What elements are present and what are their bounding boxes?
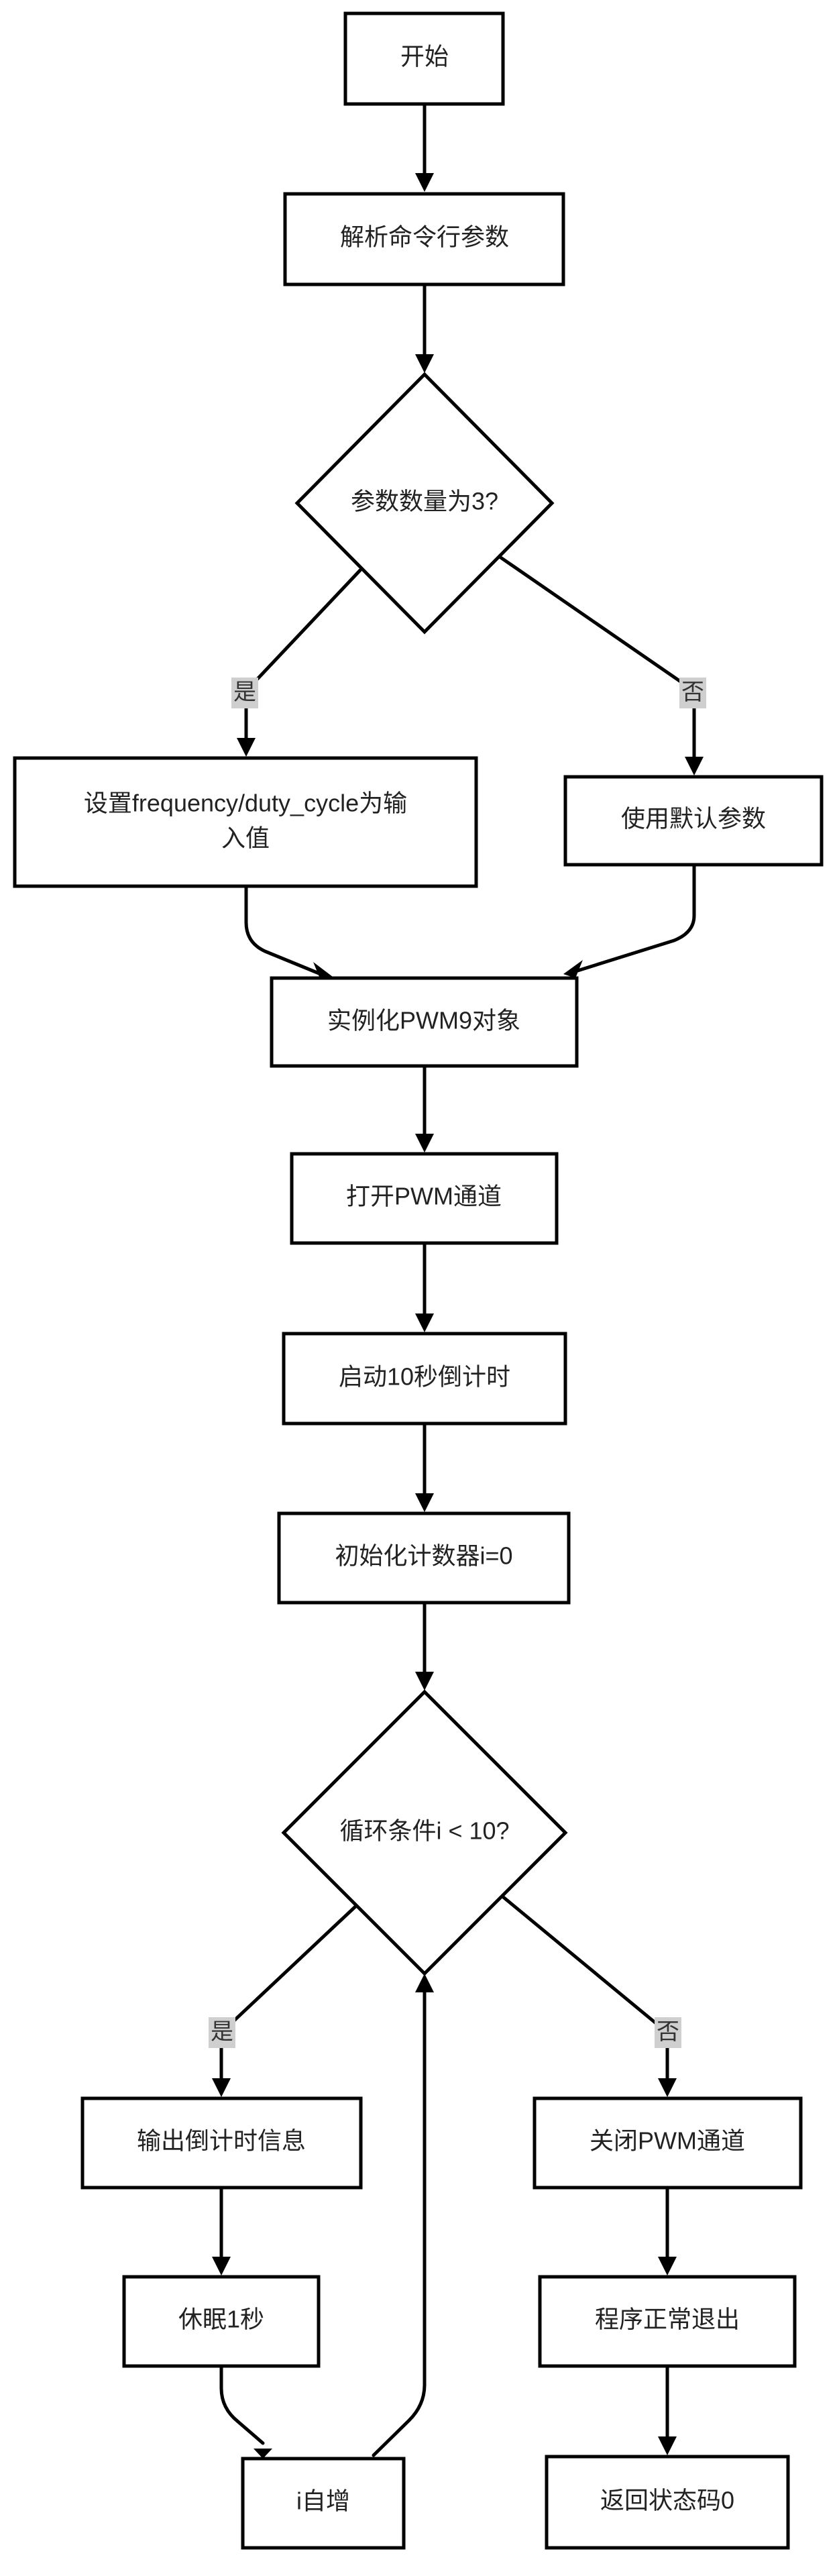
label-args-yes: 是 (233, 680, 256, 705)
node-open-channel: 打开PWM通道 (290, 1152, 559, 1245)
arrowhead (415, 1974, 434, 1992)
label-bg (209, 2017, 235, 2048)
nodes: 开始 解析命令行参数 参数数量为3? 设置frequency/duty_cycl… (13, 11, 824, 2550)
arrowhead (415, 1493, 434, 1512)
node-print-info-label: 输出倒计时信息 (137, 2127, 306, 2155)
node-sleep: 休眠1秒 (122, 2275, 321, 2368)
node-parse-args: 解析命令行参数 (283, 192, 565, 286)
node-set-input-label-line2: 入值 (221, 824, 270, 852)
node-instantiate: 实例化PWM9对象 (270, 976, 579, 1068)
arrowhead (254, 2449, 272, 2459)
edge-check-to-default (498, 555, 696, 767)
arrowhead (237, 738, 256, 757)
edge-default-to-instantiate (573, 863, 696, 973)
node-print-info: 输出倒计时信息 (80, 2096, 363, 2190)
arrowhead (685, 757, 704, 775)
node-return-code: 返回状态码0 (545, 2455, 790, 2550)
label-bg (655, 2017, 681, 2048)
edge-loop-to-print (219, 1904, 357, 2087)
node-instantiate-label: 实例化PWM9对象 (327, 1007, 520, 1034)
node-increment-label: i自增 (296, 2487, 350, 2515)
node-init-counter-label: 初始化计数器i=0 (335, 1542, 512, 1570)
label-loop-yes: 是 (211, 2019, 233, 2045)
edge-setinput-to-instantiate (244, 884, 323, 976)
decision-loop-check-label: 循环条件i < 10? (339, 1817, 509, 1845)
edge-increment-to-loop (372, 1984, 427, 2457)
edge-labels: 是 否 是 否 (209, 678, 706, 2048)
label-bg (679, 678, 706, 708)
arrowhead (212, 2078, 231, 2097)
node-use-default: 使用默认参数 (563, 775, 824, 867)
node-countdown-label: 启动10秒倒计时 (339, 1363, 510, 1391)
edge-check-to-setinput (244, 568, 362, 747)
node-close-channel-label: 关闭PWM通道 (590, 2127, 745, 2155)
node-init-counter: 初始化计数器i=0 (277, 1511, 571, 1605)
edge-sleep-to-increment (219, 2364, 265, 2445)
label-args-no: 否 (681, 680, 704, 705)
arrowhead (658, 2078, 677, 2097)
arrowhead (415, 173, 434, 192)
label-bg (231, 678, 258, 708)
arrowhead (563, 960, 583, 978)
edge-loop-to-close (500, 1894, 669, 2087)
arrowhead (415, 354, 434, 373)
node-start: 开始 (343, 11, 505, 106)
node-start-label: 开始 (400, 43, 449, 70)
node-open-channel-label: 打开PWM通道 (346, 1183, 502, 1210)
node-sleep-label: 休眠1秒 (178, 2306, 264, 2333)
node-close-channel: 关闭PWM通道 (533, 2096, 803, 2190)
node-return-code-label: 返回状态码0 (600, 2487, 734, 2514)
node-exit-program: 程序正常退出 (538, 2275, 797, 2368)
arrowhead (415, 1134, 434, 1152)
decision-check-args-label: 参数数量为3? (351, 488, 498, 515)
arrowhead (658, 2436, 677, 2455)
arrowhead (313, 962, 333, 980)
arrowhead (415, 1313, 434, 1332)
decision-check-args: 参数数量为3? (294, 372, 555, 635)
arrowhead (212, 2257, 231, 2275)
node-countdown: 启动10秒倒计时 (282, 1332, 567, 1426)
node-increment: i自增 (241, 2457, 406, 2550)
arrowhead (415, 1672, 434, 1690)
node-set-input: 设置frequency/duty_cycle为输 入值 (13, 756, 478, 888)
decision-loop-check: 循环条件i < 10? (281, 1689, 568, 1976)
node-use-default-label: 使用默认参数 (621, 805, 766, 833)
node-set-input-label-line1: 设置frequency/duty_cycle为输 (84, 790, 407, 817)
node-parse-args-label: 解析命令行参数 (340, 223, 509, 251)
node-exit-program-label: 程序正常退出 (595, 2306, 740, 2333)
arrowhead (658, 2257, 677, 2275)
label-loop-no: 否 (657, 2019, 679, 2045)
